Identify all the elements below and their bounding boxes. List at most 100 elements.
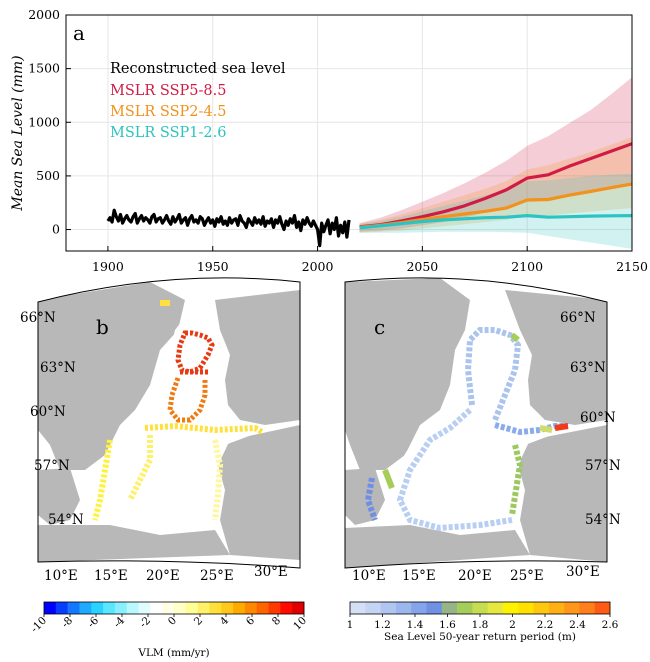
- legend-entry-ssp245: MSLR SSP2-4.5: [110, 104, 227, 120]
- tick-label-x-3: 2050: [406, 259, 438, 274]
- colorbar-return-period-cell: [472, 602, 488, 614]
- map-c-lon-labels: 10°E 15°E 20°E 25°E 30°E: [352, 564, 600, 584]
- panel-a-ylabel: Mean Sea Level (mm): [10, 55, 26, 211]
- map-b-lon-label-4: 30°E: [254, 564, 288, 580]
- map-c-lat-label-3: 57°N: [585, 458, 621, 474]
- map-b-lon-label-0: 10°E: [44, 568, 78, 584]
- colorbar-vlm-cell: [197, 602, 210, 614]
- colorbar-vlm-cell: [221, 602, 234, 614]
- tick-label-x-1: 1950: [197, 259, 229, 274]
- colorbar-vlm-cell: [138, 602, 151, 614]
- legend-entry-ssp126: MSLR SSP1-2.6: [110, 125, 227, 141]
- colorbar-vlm-cell: [55, 602, 68, 614]
- map-b-lon-label-1: 15°E: [94, 568, 128, 584]
- panel-a-series-lines: [106, 142, 632, 248]
- map-b-lat-labels: 66°N63°N60°N57°N54°N: [20, 310, 84, 528]
- series-line-ssp126: [359, 214, 632, 230]
- map-c-lat-label-4: 54°N: [585, 512, 621, 528]
- map-c-lon-label-3: 25°E: [510, 568, 544, 584]
- colorbar-vlm-cell: [244, 602, 258, 614]
- colorbar-vlm-cell: [185, 602, 198, 614]
- colorbar-return-period-tick-7: 2.4: [569, 619, 586, 631]
- band-ssp126: [359, 173, 632, 249]
- map-c-frame: [344, 277, 608, 569]
- colorbar-vlm-tick-10: 10: [291, 615, 309, 633]
- panel-b-label: b: [96, 315, 109, 339]
- colorbar-return-period-cell: [365, 602, 381, 614]
- colorbar-vlm-cell: [91, 602, 104, 614]
- map-c-lon-label-0: 10°E: [352, 568, 386, 584]
- series-line-ssp585: [359, 142, 632, 229]
- tick-label-x-2: 2000: [302, 259, 334, 274]
- colorbar-return-period-cell: [594, 602, 611, 614]
- tick-label-x-4: 2100: [511, 259, 543, 274]
- colorbar-vlm-cell: [280, 602, 293, 614]
- colorbar-return-period-tick-4: 1.8: [472, 619, 489, 631]
- colorbar-return-period-cell: [487, 602, 504, 614]
- colorbar-vlm-tick-9: 8: [270, 615, 283, 628]
- map-c-lon-label-2: 20°E: [458, 568, 492, 584]
- colorbar-vlm-cell: [103, 602, 116, 614]
- colorbar-vlm-tick-4: -2: [137, 615, 153, 631]
- colorbar-return-period-cell: [380, 602, 397, 614]
- panel-a-frame-bg: [66, 15, 632, 251]
- colorbar-return-period-cell: [426, 602, 443, 614]
- map-c-lon-label-4: 30°E: [566, 564, 600, 580]
- panel-a-label: a: [73, 21, 85, 45]
- colorbar-vlm-tick-2: -6: [85, 614, 101, 630]
- colorbar-vlm-tick-3: -4: [111, 614, 127, 630]
- colorbar-return-period-cell: [441, 602, 458, 614]
- series-line-reconstructed: [106, 208, 351, 248]
- map-b-lon-label-3: 25°E: [200, 568, 234, 584]
- legend-entry-reconstructed: Reconstructed sea level: [110, 61, 286, 77]
- tick-label-y-1: 500: [36, 168, 60, 183]
- panel-b-vlm-map: b 66°N63°N60°N57°N54°N 10°E 15°E 20°E 25°E 3…: [20, 277, 301, 584]
- panel-a-uncertainty-bands: [359, 77, 632, 249]
- colorbar-return-period-cell: [350, 602, 366, 614]
- colorbar-return-period-cell: [533, 602, 550, 614]
- tick-label-y-0: 0: [52, 222, 60, 237]
- colorbar-vlm-cell: [162, 602, 175, 614]
- band-ssp245: [359, 137, 632, 233]
- colorbar-vlm-label: VLM (mm/yr): [137, 647, 209, 659]
- map-b-lat-label-0: 66°N: [20, 310, 56, 326]
- tick-label-x-5: 2150: [616, 259, 648, 274]
- map-c-lat-label-1: 63°N: [570, 360, 606, 376]
- colorbar-return-period-label: Sea Level 50-year return period (m): [384, 631, 576, 643]
- map-c-lat-label-0: 66°N: [560, 310, 596, 326]
- colorbar-vlm-cell: [256, 602, 269, 614]
- map-b-lon-label-2: 20°E: [146, 568, 180, 584]
- map-c-lon-label-1: 15°E: [402, 568, 436, 584]
- map-c-lat-labels: 66°N63°N60°N57°N54°N: [560, 310, 621, 528]
- colorbar-vlm-tick-1: -8: [59, 615, 75, 631]
- band-ssp585: [359, 77, 632, 232]
- colorbar-vlm-tick-8: 6: [244, 614, 257, 627]
- panel-a-axes-box: [65, 14, 633, 252]
- map-b-lon-labels: 10°E 15°E 20°E 25°E 30°E: [44, 564, 288, 584]
- colorbar-vlm-cell: [67, 602, 80, 614]
- colorbar-vlm-cell: [114, 602, 128, 614]
- tick-label-x-0: 1900: [92, 259, 124, 274]
- colorbar-return-period-cell: [502, 602, 519, 614]
- colorbar-return-period-cell: [548, 602, 565, 614]
- colorbar-return-period-cell: [411, 602, 427, 614]
- map-b-lat-label-3: 57°N: [34, 458, 70, 474]
- colorbar-vlm-cell: [79, 602, 92, 614]
- colorbar-return-period-cell: [395, 602, 412, 614]
- vlm-coastal-points: [92, 300, 264, 521]
- colorbar-vlm-cell: [126, 602, 139, 614]
- map-b-frame: [37, 277, 301, 569]
- colorbar-return-period-tick-3: 1.6: [439, 619, 456, 631]
- colorbar-return-period-cell: [457, 602, 473, 614]
- colorbar-vlm-tick-0: -10: [29, 615, 49, 635]
- colorbar-vlm-cell: [292, 602, 305, 614]
- colorbar-vlm-cell: [150, 602, 163, 614]
- colorbar-return-period-cell: [579, 602, 596, 614]
- colorbar-vlm-cell: [233, 602, 246, 614]
- tick-label-y-3: 1500: [28, 61, 60, 76]
